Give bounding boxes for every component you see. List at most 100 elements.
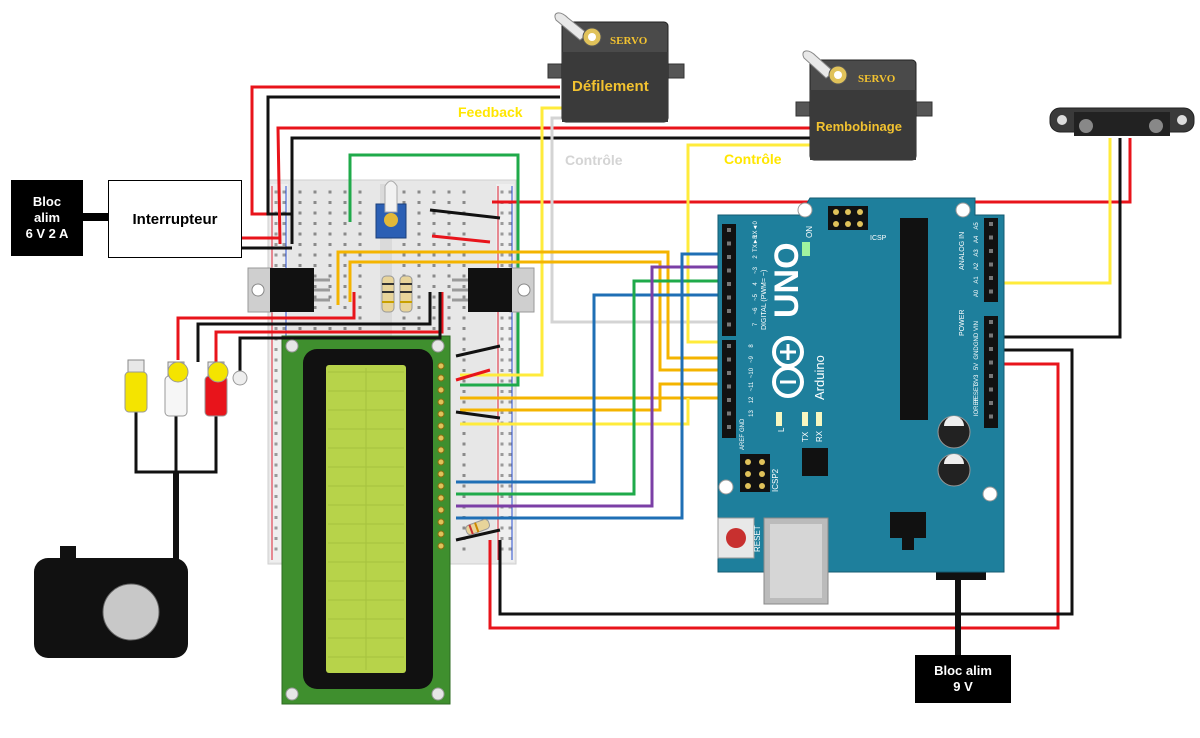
- bb-hole: [343, 306, 347, 309]
- analog-pin-label: A1: [974, 276, 980, 284]
- bb-hole: [447, 222, 451, 225]
- header-pin: [727, 241, 731, 246]
- wire-black: [455, 528, 501, 542]
- bb-hole: [417, 274, 421, 278]
- bb-hole: [508, 379, 512, 383]
- bb-hole: [462, 285, 466, 288]
- bb-hole: [358, 264, 362, 267]
- bb-hole: [417, 222, 421, 225]
- wire-grey: [550, 116, 728, 324]
- bb-hole: [274, 390, 278, 393]
- bb-hole: [447, 306, 451, 309]
- wire-black: [429, 208, 501, 220]
- bb-hole: [462, 316, 466, 320]
- servo-rembobinage-label: Rembobinage: [816, 119, 902, 134]
- header-pin: [727, 344, 731, 348]
- bb-hole: [462, 327, 466, 330]
- bb-hole: [358, 253, 362, 257]
- wire-red: [455, 368, 491, 382]
- bb-hole: [462, 484, 466, 488]
- analog-pin-label: A5: [974, 222, 980, 230]
- lcd-pin: [437, 434, 445, 442]
- bb-hole: [462, 463, 466, 467]
- header-pin: [727, 411, 731, 416]
- lcd-pins: [437, 362, 445, 550]
- bb-hole: [417, 306, 421, 309]
- bb-hole: [432, 295, 436, 299]
- resistors: [381, 275, 491, 536]
- bb-hole: [328, 295, 332, 299]
- bb-hole: [328, 201, 332, 204]
- bb-hole: [508, 411, 512, 414]
- bb-hole: [358, 190, 362, 194]
- bb-hole: [462, 190, 466, 194]
- power-pin-label: VIN: [974, 321, 980, 331]
- bb-hole: [500, 264, 504, 267]
- bb-hole: [274, 379, 278, 383]
- ir-distance-sensor: [1049, 107, 1195, 136]
- bb-hole: [274, 243, 278, 246]
- lcd-pin: [437, 374, 445, 382]
- bb-hole: [508, 190, 512, 194]
- bb-hole: [274, 537, 278, 540]
- bb-hole: [462, 253, 466, 257]
- header-pin: [989, 374, 993, 378]
- header-pin: [989, 360, 993, 365]
- bb-hole: [274, 526, 278, 530]
- bb-hole: [343, 295, 347, 299]
- lcd-pin: [437, 470, 445, 478]
- bb-hole: [328, 243, 332, 246]
- supply-link: [83, 213, 109, 221]
- lcd-pin: [437, 398, 445, 406]
- bb-hole: [508, 327, 512, 330]
- bb-hole: [447, 327, 451, 330]
- bb-hole: [402, 327, 406, 330]
- header-pin: [989, 235, 993, 240]
- bb-hole: [462, 295, 466, 299]
- bb-hole: [274, 400, 278, 404]
- digital-pin-label: 7: [753, 322, 759, 326]
- arduino-icsp-label: ICSP: [870, 235, 887, 242]
- bb-hole: [417, 211, 421, 215]
- bb-hole: [462, 432, 466, 435]
- bb-hole: [402, 201, 406, 204]
- wire-yellow: [686, 143, 810, 344]
- wire-yellow: [990, 138, 1112, 285]
- bb-hole: [417, 201, 421, 204]
- bb-hole: [274, 442, 278, 446]
- bb-hole: [343, 253, 347, 257]
- bb-hole: [432, 222, 436, 225]
- bb-hole: [500, 547, 504, 551]
- header-pin: [727, 384, 731, 389]
- bb-hole: [500, 463, 504, 467]
- bb-hole: [328, 232, 332, 236]
- bb-hole: [508, 474, 512, 477]
- bb-hole: [432, 285, 436, 288]
- bb-hole: [432, 243, 436, 246]
- wire-red: [492, 138, 1132, 204]
- bb-hole: [274, 232, 278, 236]
- lcd-pin: [437, 458, 445, 466]
- header-pin: [989, 387, 993, 392]
- bb-hole: [447, 264, 451, 267]
- arduino-gnd-label: GND: [740, 418, 746, 432]
- bb-hole: [462, 348, 466, 351]
- lcd-char-grid: [328, 371, 404, 658]
- bb-hole: [328, 285, 332, 288]
- bb-hole: [500, 348, 504, 351]
- bb-hole: [417, 264, 421, 267]
- bb-hole: [358, 232, 362, 236]
- digital-pin-label: 8: [749, 344, 755, 348]
- bb-hole: [313, 274, 317, 278]
- bb-hole: [508, 453, 512, 456]
- bb-hole: [343, 190, 347, 194]
- bb-hole: [274, 505, 278, 509]
- bb-hole: [343, 243, 347, 246]
- bb-hole: [462, 474, 466, 477]
- bb-hole: [462, 390, 466, 393]
- bb-hole: [282, 190, 286, 194]
- header-pin: [727, 282, 731, 286]
- bb-hole: [500, 369, 504, 372]
- bb-hole: [343, 222, 347, 225]
- wire-yellow: [460, 106, 562, 377]
